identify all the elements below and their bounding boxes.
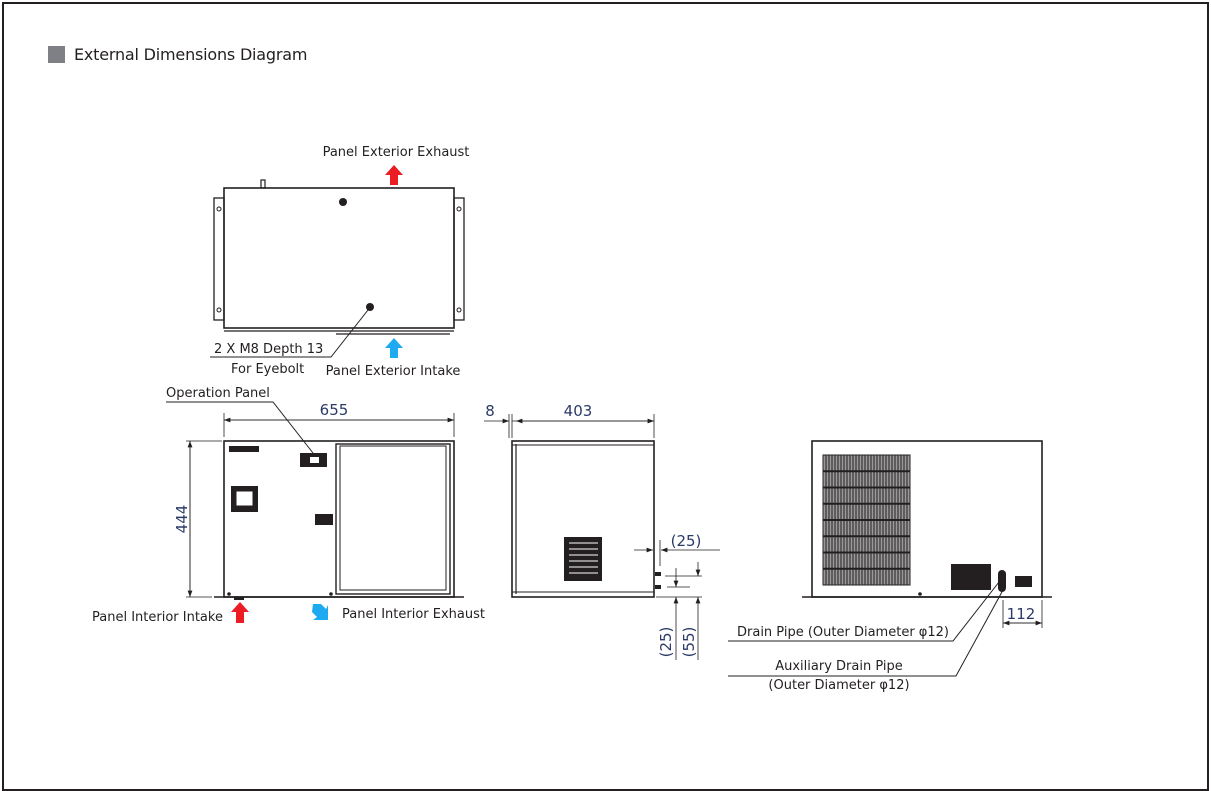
operation-panel-label: Operation Panel xyxy=(166,386,270,401)
bracket-hole xyxy=(456,307,462,313)
foot-dot xyxy=(227,592,231,596)
pipe-position-dimension: 112 xyxy=(1007,605,1036,623)
drain-pipe-outlet xyxy=(998,570,1006,592)
side-vent xyxy=(564,537,602,581)
interior-intake-arrow-icon xyxy=(231,602,249,623)
pipe-height-dimension-2: (55) xyxy=(680,627,698,658)
top-view-body xyxy=(223,187,455,329)
aux-drain-label-1: Auxiliary Drain Pipe xyxy=(775,659,903,674)
right-bracket xyxy=(453,197,465,321)
exterior-intake-arrow-icon xyxy=(385,338,403,358)
page-title: External Dimensions Diagram xyxy=(74,45,308,64)
drain-pipe-label: Drain Pipe (Outer Diameter φ12) xyxy=(737,625,949,640)
breaker-window xyxy=(235,490,254,507)
exterior-exhaust-arrow-icon xyxy=(385,165,403,185)
side-view: 8 403 (25) (25) (55) xyxy=(484,402,720,660)
foot-dot xyxy=(918,592,922,596)
left-bracket xyxy=(213,197,225,321)
exterior-exhaust-label: Panel Exterior Exhaust xyxy=(323,145,470,160)
section-heading: External Dimensions Diagram xyxy=(48,45,307,64)
operation-panel-leader xyxy=(166,401,314,454)
eyebolt-hole xyxy=(339,198,347,206)
door-inner xyxy=(339,445,447,591)
depth-dimension: 403 xyxy=(564,402,593,420)
interior-intake-label: Panel Interior Intake xyxy=(92,610,223,625)
label-plate xyxy=(315,514,333,525)
aux-drain-label-2: (Outer Diameter φ12) xyxy=(768,678,909,693)
nameplate xyxy=(229,446,259,452)
rear-label-plate xyxy=(1015,576,1032,587)
side-vent-slats xyxy=(569,542,598,574)
pipe-stub xyxy=(655,585,661,589)
eyebolt-hole xyxy=(366,303,374,311)
eyebolt-label-2: For Eyebolt xyxy=(231,362,304,377)
flange-dimension: 8 xyxy=(485,402,495,420)
exterior-intake-label: Panel Exterior Intake xyxy=(326,364,461,379)
intake-vent xyxy=(234,597,244,600)
bracket-hole xyxy=(216,307,222,313)
foot-dot xyxy=(329,592,333,596)
pipe-stub xyxy=(655,572,661,576)
door-panel xyxy=(335,443,451,595)
bracket-hole xyxy=(456,206,462,212)
front-view: Operation Panel 655 444 Panel Interior I… xyxy=(92,386,485,625)
rating-plate xyxy=(951,564,991,590)
condenser-grille xyxy=(822,454,911,586)
operation-panel-display xyxy=(310,457,319,463)
bracket-hole xyxy=(216,206,222,212)
pipe-height-dimension-1: (25) xyxy=(657,627,675,658)
top-nub xyxy=(260,179,266,189)
eyebolt-label-1: 2 X M8 Depth 13 xyxy=(214,342,323,357)
heading-square-icon xyxy=(48,46,65,63)
pipe-offset-dimension: (25) xyxy=(671,532,702,550)
width-dimension: 655 xyxy=(320,401,349,419)
interior-exhaust-label: Panel Interior Exhaust xyxy=(342,607,485,622)
eyebolt-leader xyxy=(210,309,369,358)
top-view: Panel Exterior Exhaust Panel Exterior In… xyxy=(210,145,469,379)
drain-pipe-leader xyxy=(728,581,1000,642)
height-dimension: 444 xyxy=(173,505,191,534)
front-view-body xyxy=(223,440,455,598)
interior-exhaust-arrow-icon xyxy=(312,604,328,620)
side-view-body xyxy=(511,440,655,598)
rear-view: 112 Drain Pipe (Outer Diameter φ12) Auxi… xyxy=(728,440,1052,693)
aux-drain-leader xyxy=(728,589,1004,677)
